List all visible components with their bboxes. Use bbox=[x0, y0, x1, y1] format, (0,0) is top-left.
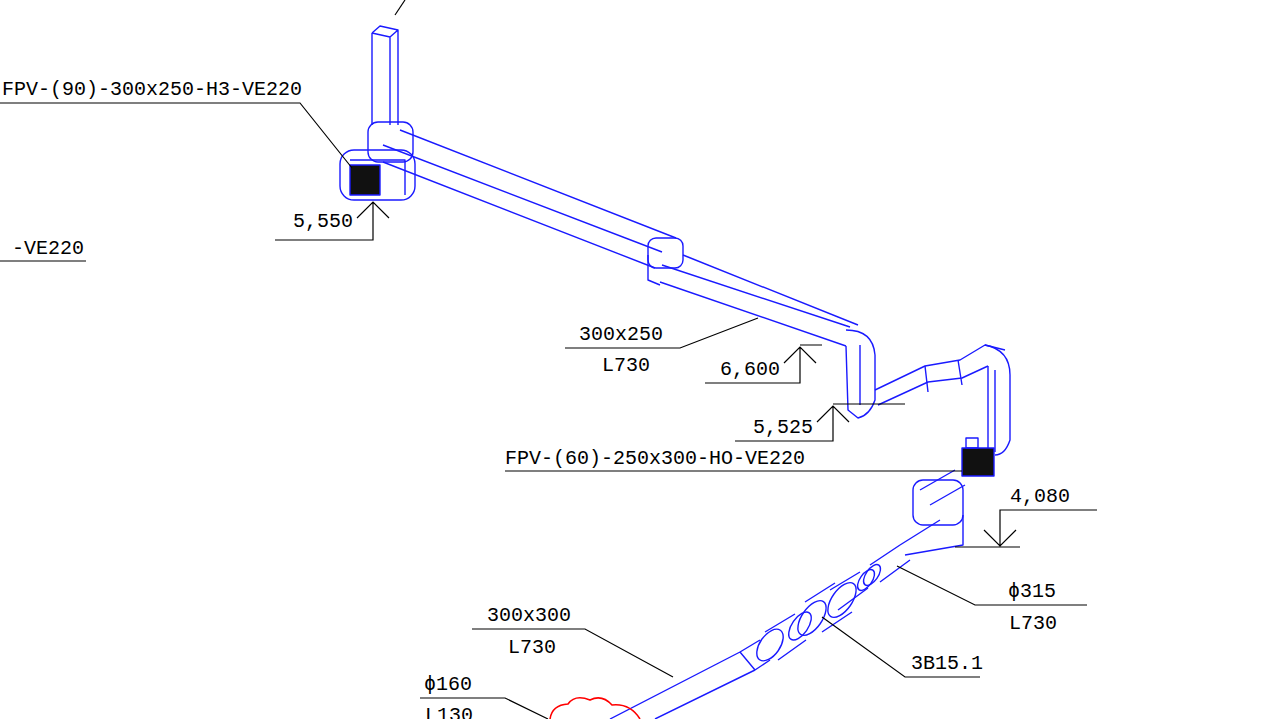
elevation-value: 5,550 bbox=[293, 212, 353, 232]
duct-size: 300x300 bbox=[487, 606, 571, 626]
duct-size: ϕ315 bbox=[1008, 582, 1056, 602]
duct-length: L730 bbox=[508, 638, 556, 658]
duct-length: L730 bbox=[602, 356, 650, 376]
duct-size: 300x250 bbox=[579, 325, 663, 345]
duct-length: L130 bbox=[425, 706, 473, 719]
duct-length: L730 bbox=[1009, 614, 1057, 634]
elevation-value: 6,600 bbox=[720, 360, 780, 380]
part-tag: 3B15.1 bbox=[911, 654, 983, 674]
elevation-value: 4,080 bbox=[1010, 487, 1070, 507]
elevation-value: 5,525 bbox=[753, 418, 813, 438]
fitting-tag: FPV-(90)-300x250-H3-VE220 bbox=[2, 80, 302, 100]
fitting-tag: -VE220 bbox=[12, 239, 84, 259]
fitting-tag: FPV-(60)-250x300-HO-VE220 bbox=[505, 449, 805, 469]
duct-size: ϕ160 bbox=[424, 675, 472, 695]
